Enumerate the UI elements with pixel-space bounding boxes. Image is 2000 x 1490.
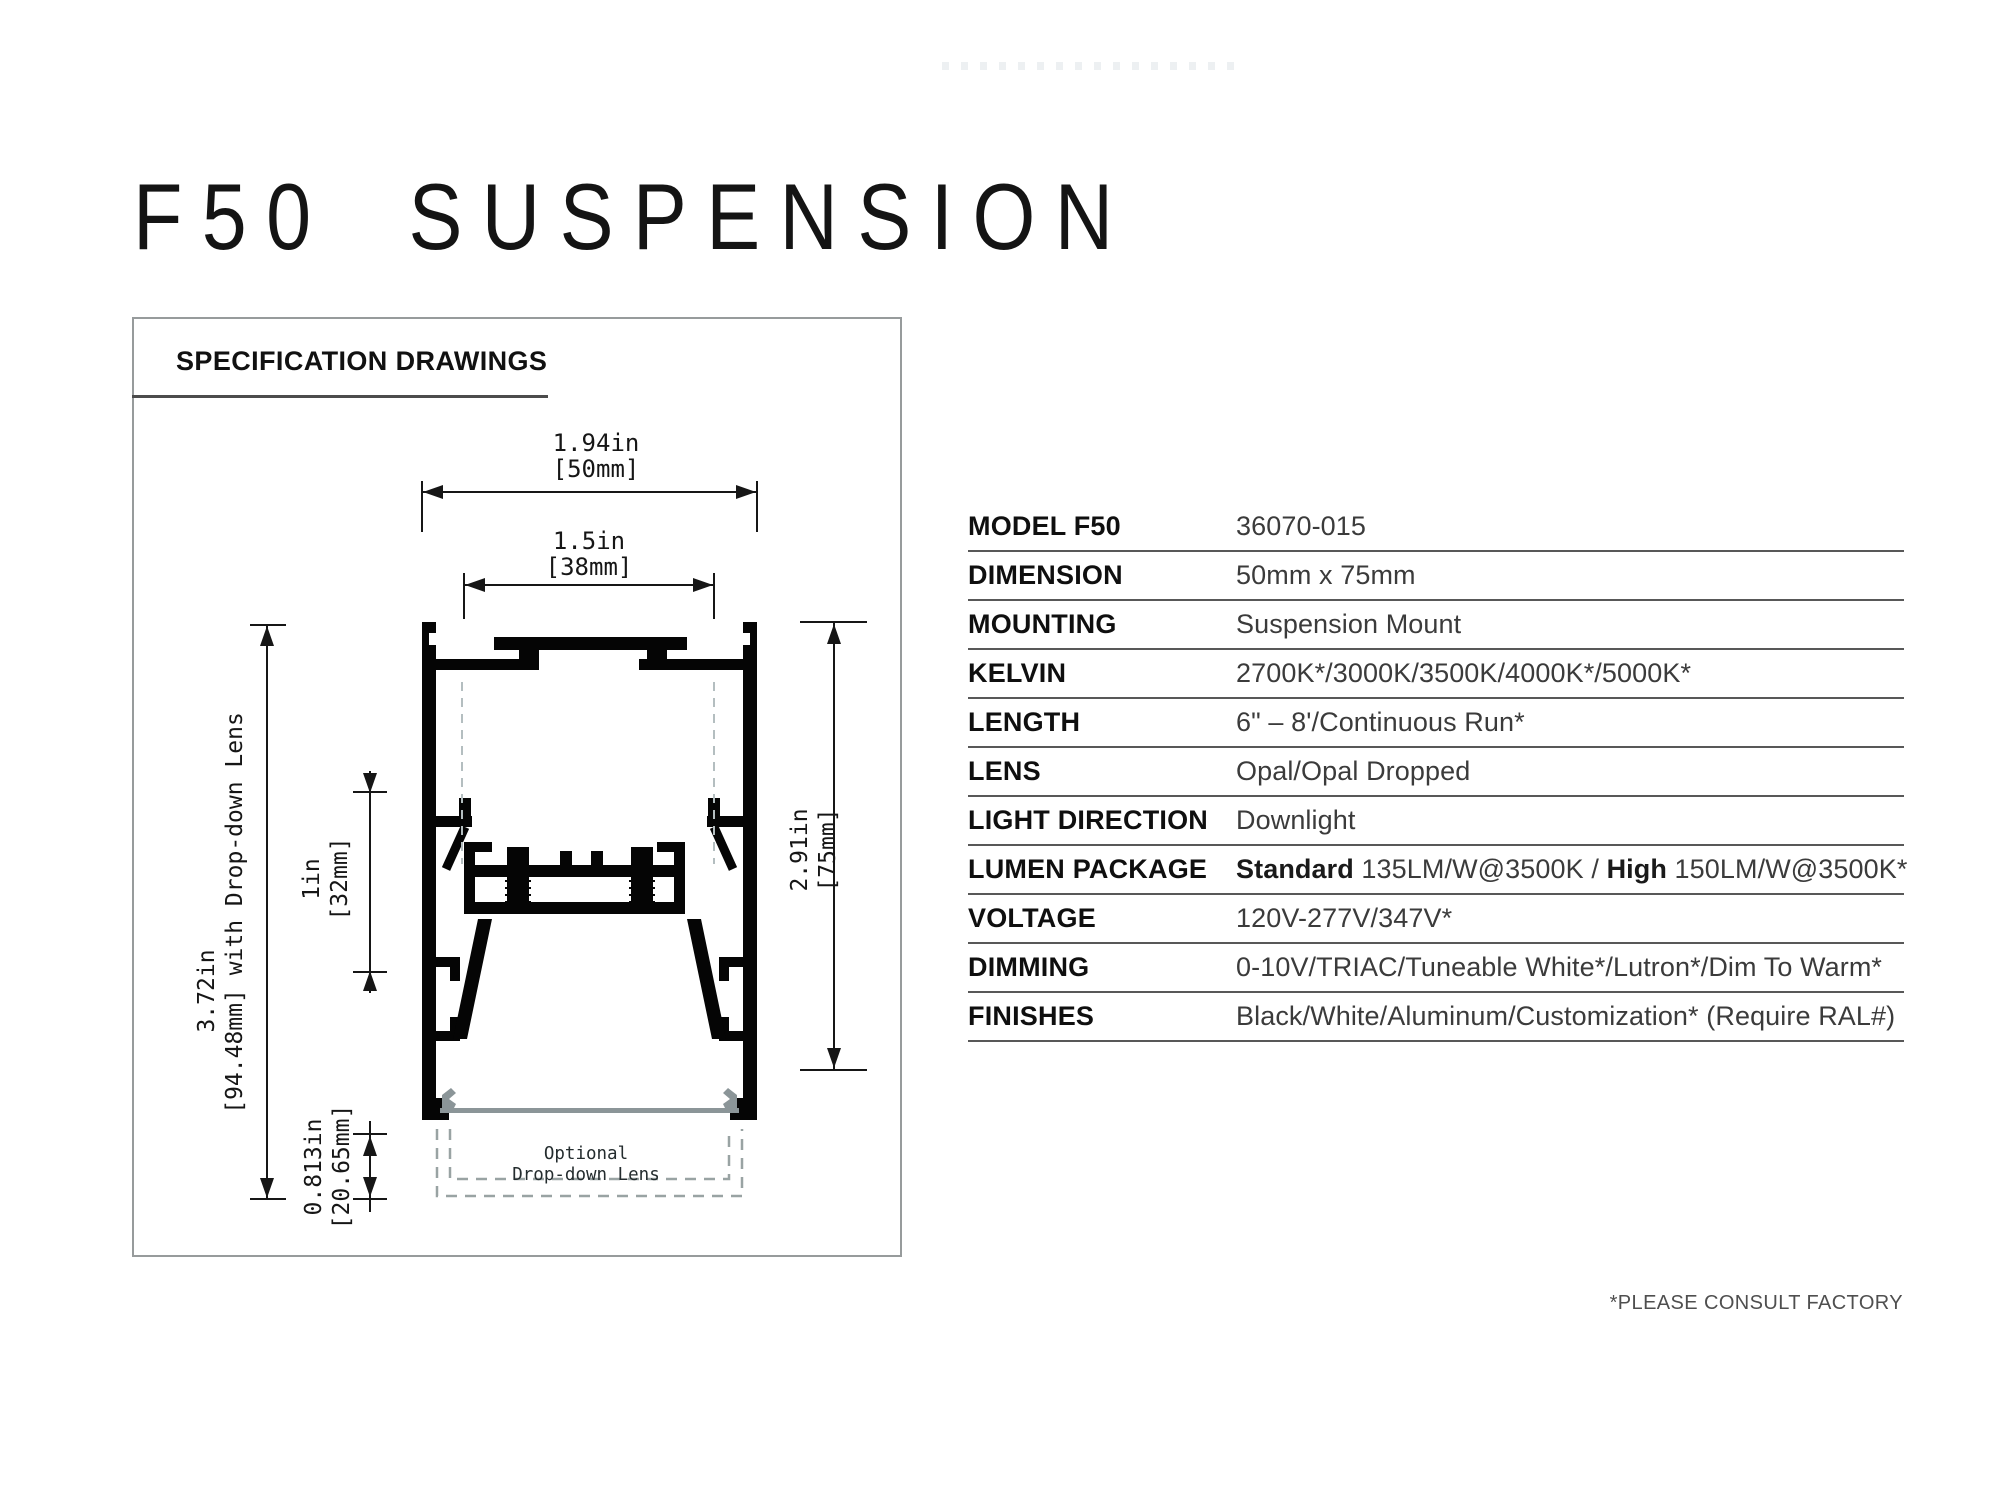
row-value: 120V-277V/347V* [1236,903,1453,933]
dim-dropdown-height [353,1121,387,1212]
dim-height-with-lens-in: 3.72in [194,949,220,1032]
profile-notch [743,633,750,645]
dim-arrow [260,626,274,646]
row-value: Black/White/Aluminum/Customization* (Req… [1236,1001,1896,1031]
row-label: VOLTAGE [968,903,1096,933]
dim-outer-width [421,481,758,532]
row-value: Standard 135LM/W@3500K / High 150LM/W@35… [1236,854,1908,885]
dim-arrow [363,773,377,793]
dim-arrow [363,971,377,991]
dim-dropdown-height-in: 0.813in [301,1119,327,1216]
row-label: LENGTH [968,707,1081,737]
row-label: FINISHES [968,1001,1095,1031]
lumen-high: High [1606,854,1667,884]
row-value: 50mm x 75mm [1236,560,1416,590]
cross-section-drawing: 1.94in [50mm] 1.5in [38mm] [194,429,867,1230]
table-row: FINISHES Black/White/Aluminum/Customizat… [968,993,1904,1042]
dim-outer-width-in: 1.94in [553,429,640,457]
row-label: LIGHT DIRECTION [968,805,1208,835]
dim-arrow [693,578,713,592]
dim-arrow [363,1136,377,1156]
optional-dropdown-lens-outline [435,1129,744,1198]
thread-ticks [505,880,531,903]
dim-outer-width-mm: [50mm] [553,455,640,483]
optional-lens-label-line2: Drop-down Lens [512,1165,660,1185]
dim-arrow [423,485,443,499]
row-value: Suspension Mount [1236,609,1462,639]
dim-arrow [736,485,756,499]
section-title-rule [132,395,548,398]
table-row: LENGTH 6" – 8'/Continuous Run* [968,699,1904,748]
dim-arrow [827,1048,841,1068]
dim-inner-width [463,573,715,619]
specification-drawings-panel: SPECIFICATION DRAWINGS 1.94in [50mm] 1.5… [132,317,902,1257]
lens-clip [723,1088,737,1108]
row-value: 6" – 8'/Continuous Run* [1236,707,1525,737]
lumen-high-value: 150LM/W@3500K* [1666,854,1908,884]
lens-clip [442,1088,456,1108]
dim-module-height-in: 1in [299,858,325,900]
dim-inner-width-in: 1.5in [553,527,625,555]
section-title: SPECIFICATION DRAWINGS [176,346,548,376]
dim-height-with-lens [250,624,286,1200]
thread-ticks [629,880,655,903]
row-value: 0-10V/TRIAC/Tuneable White*/Lutron*/Dim … [1236,952,1883,982]
table-row: MODEL F50 36070-015 [968,503,1904,552]
dim-module-height [353,771,387,993]
row-label: LENS [968,756,1041,786]
row-value: Downlight [1236,805,1356,835]
table-row: LENS Opal/Opal Dropped [968,748,1904,797]
table-row: DIMMING 0-10V/TRIAC/Tuneable White*/Lutr… [968,944,1904,993]
lumen-standard-value: 135LM/W@3500K / [1353,854,1607,884]
lens-line [440,1108,739,1113]
table-row: LIGHT DIRECTION Downlight [968,797,1904,846]
table-row: DIMENSION 50mm x 75mm [968,552,1904,601]
dashed-guides [461,682,715,864]
dim-body-height-mm: [75mm] [815,808,841,891]
row-label: DIMENSION [968,560,1123,590]
led-tray [464,842,685,914]
row-value: 2700K*/3000K/3500K/4000K*/5000K* [1236,658,1692,688]
row-value: 36070-015 [1236,511,1367,541]
row-label: KELVIN [968,658,1067,688]
page-title: F50 SUSPENSION [133,163,1133,269]
dim-body-height [800,621,867,1071]
table-row: MOUNTING Suspension Mount [968,601,1904,650]
table-row: VOLTAGE 120V-277V/347V* [968,895,1904,944]
dim-arrow [827,624,841,644]
specification-table: MODEL F50 36070-015 DIMENSION 50mm x 75m… [968,503,1907,1042]
dim-inner-width-mm: [38mm] [546,553,633,581]
dim-height-with-lens-mm: [94.48mm] with Drop-down Lens [222,712,248,1114]
dim-arrow [260,1178,274,1198]
profile-notch [429,633,436,645]
row-label: DIMMING [968,952,1090,982]
dim-module-height-mm: [32mm] [327,837,353,920]
row-value: Opal/Opal Dropped [1236,756,1471,786]
optional-lens-label-line1: Optional [544,1144,628,1164]
lumen-standard: Standard [1236,854,1354,884]
row-label: MOUNTING [968,609,1117,639]
clip-strut [709,825,738,871]
table-row: LUMEN PACKAGE Standard 135LM/W@3500K / H… [968,846,1907,895]
dim-body-height-in: 2.91in [787,808,813,891]
dim-arrow [465,578,485,592]
table-row: KELVIN 2700K*/3000K/3500K/4000K*/5000K* [968,650,1904,699]
dim-arrow [363,1177,377,1197]
row-label: MODEL F50 [968,511,1121,541]
faint-dot-strip [942,62,1244,70]
row-label: LUMEN PACKAGE [968,854,1208,884]
consult-factory-footnote: *PLEASE CONSULT FACTORY [1609,1292,1903,1314]
profile-body [422,622,757,1120]
dim-dropdown-height-mm: [20.65mm] [329,1105,355,1230]
